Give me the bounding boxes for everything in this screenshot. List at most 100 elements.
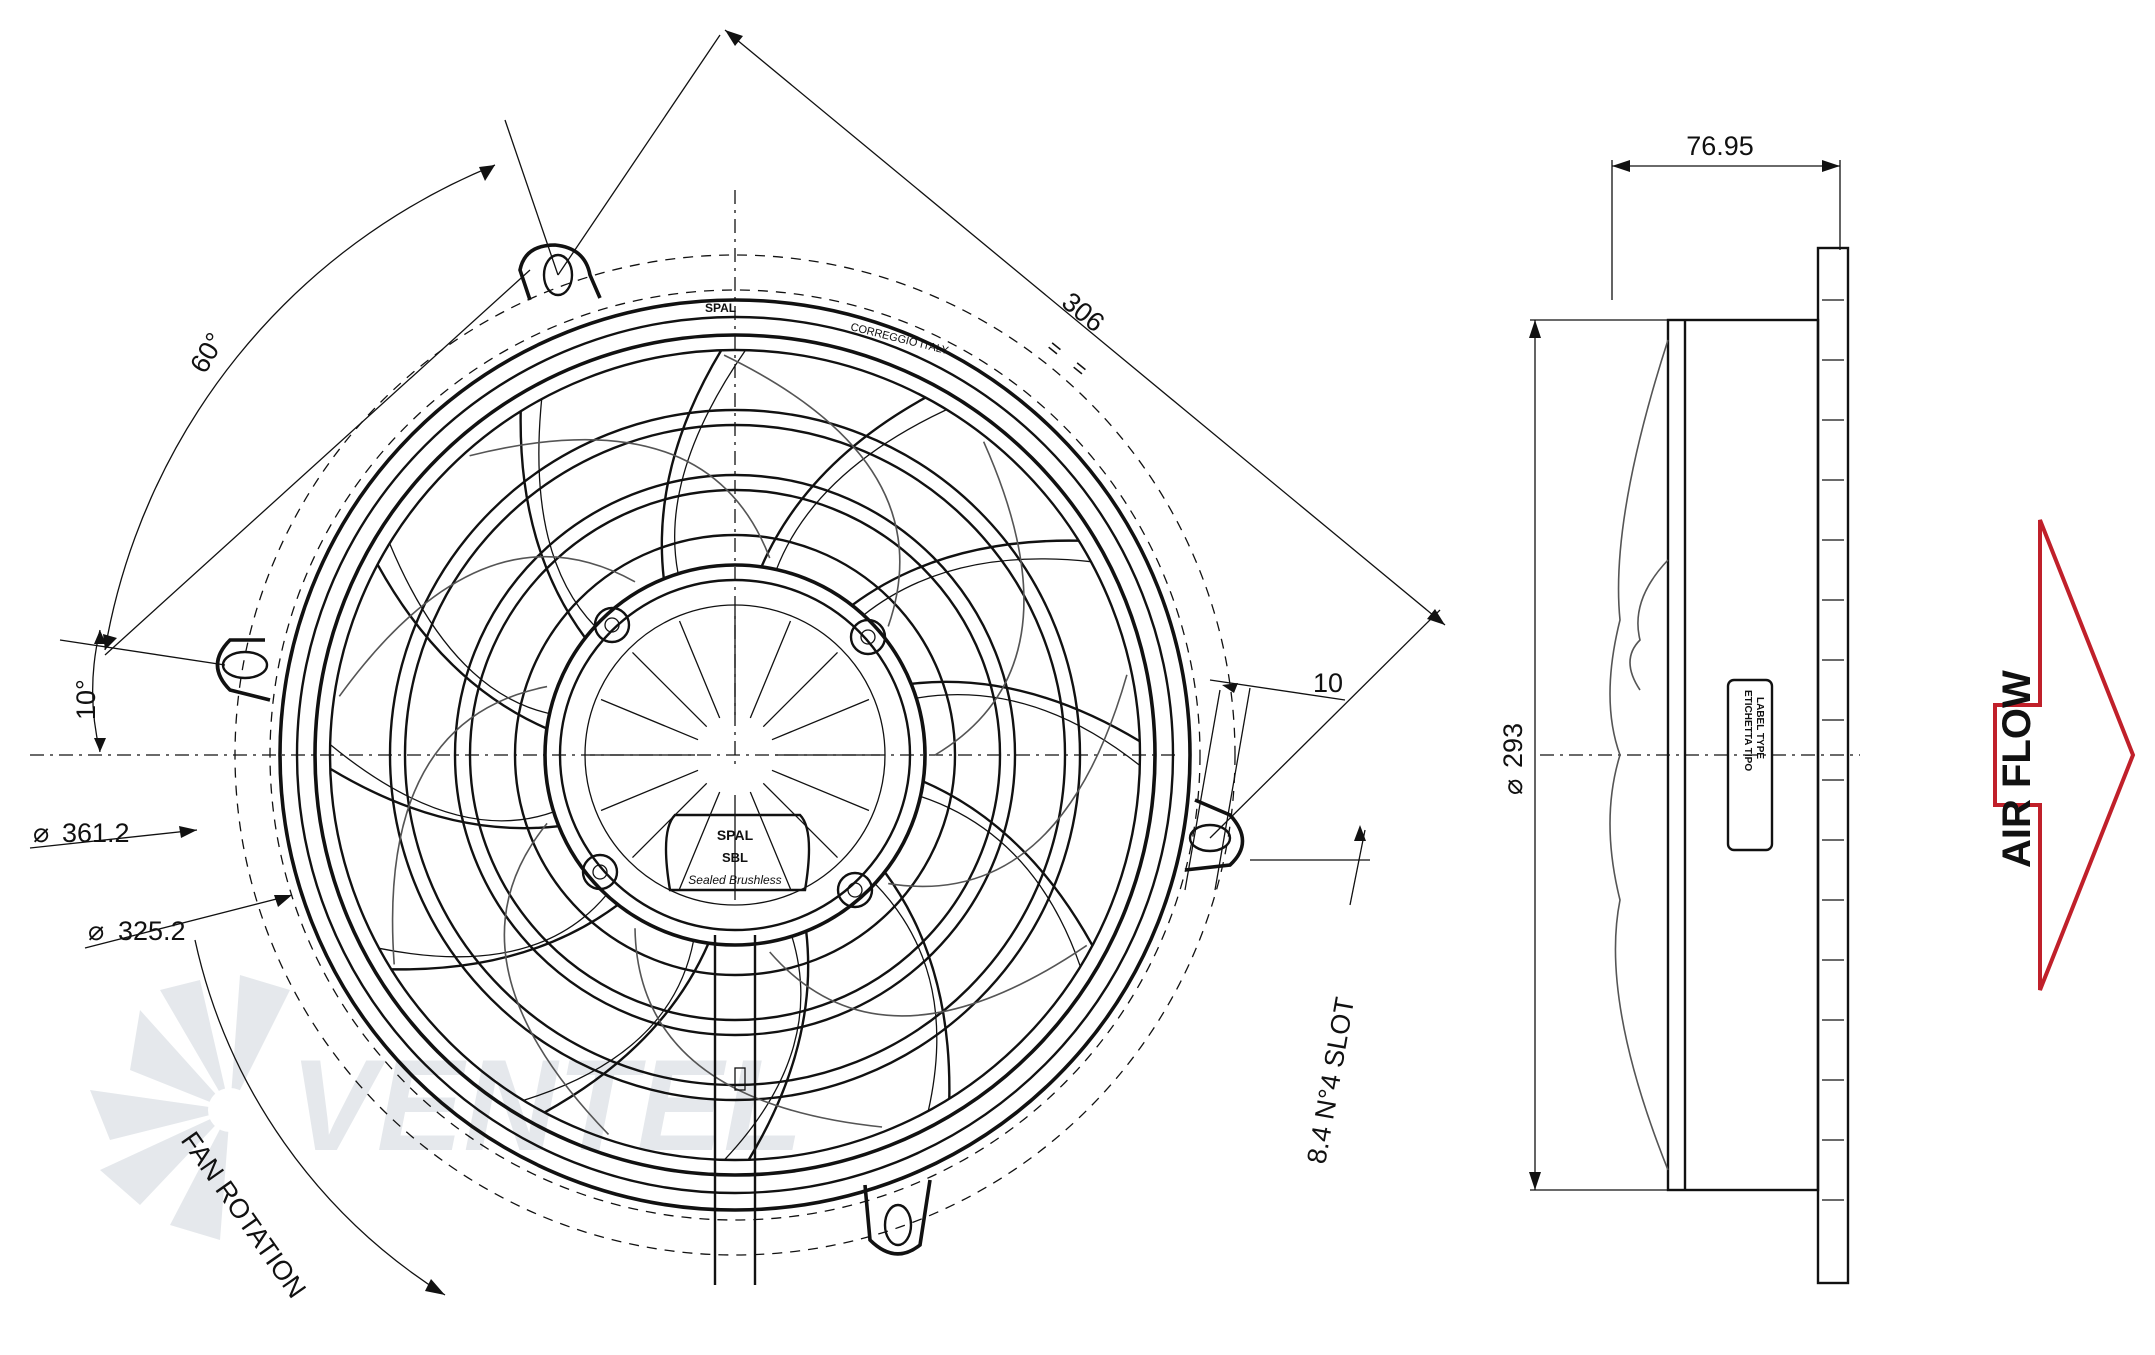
dim-306-ext-2 (1209, 609, 1441, 839)
diameter-293-label: 293 (1498, 723, 1528, 768)
arrowhead (1427, 609, 1445, 625)
guard-ring-4 (468, 488, 1002, 1022)
type-label-box (1726, 678, 1774, 852)
fan-blade-edge (338, 555, 636, 697)
fan-blade-edge (769, 944, 1088, 1017)
motor-brand-text: SPAL (717, 827, 754, 843)
fan-blade-edge (934, 441, 1025, 756)
fan-blade-edge (888, 674, 1128, 888)
arrowhead (1222, 683, 1238, 693)
guard-spokes (329, 349, 1141, 1161)
guard-spoke-edge (723, 936, 802, 1161)
front-view: SPAL SBL Sealed Brushless SPAL CORREGGIO… (30, 190, 1245, 1285)
arrowhead (725, 30, 743, 46)
side-blade-profile (1609, 339, 1669, 1171)
power-cable (713, 935, 757, 1285)
equal-mark-2: = (1067, 354, 1093, 382)
cable-clip (734, 1067, 746, 1091)
guard-spoke (922, 780, 1094, 947)
motor-core (584, 604, 886, 906)
guard-spoke-edge (916, 694, 1141, 767)
air-flow-indicator: AIR FLOW (1993, 519, 2136, 991)
guard-spoke (883, 871, 951, 1099)
cooling-fin (771, 698, 870, 741)
side-blade-detail (1629, 559, 1669, 691)
guard-spoke-edge (674, 349, 747, 574)
guard-spoke-edge (775, 409, 947, 570)
motor-type-text: Sealed Brushless (688, 873, 781, 887)
guard-spoke-edge (863, 558, 1091, 616)
bolt-circle (269, 289, 1201, 1221)
type-label-line2: LABEL TYPE (1754, 697, 1765, 759)
rotation-arrowhead (425, 1279, 445, 1295)
motor-screw (836, 871, 874, 909)
motor-code-text: SBL (722, 850, 748, 865)
guard-spoke (851, 539, 1079, 607)
angle-10-ref-line (59, 639, 226, 666)
cooling-fin (762, 782, 838, 858)
angle-60-arc (104, 164, 496, 651)
arrowhead (1354, 825, 1366, 841)
arrowhead (94, 738, 106, 752)
arrowhead (1529, 1172, 1541, 1190)
diameter-293-symbol: ⌀ (1498, 779, 1528, 795)
slot-spec-label: 8.4 N°4 SLOT (1301, 995, 1360, 1166)
cooling-fin (762, 652, 838, 728)
arrowhead (1612, 160, 1630, 172)
shroud-ring-3 (313, 333, 1157, 1177)
guard-spoke (329, 767, 559, 830)
angle-ref-line-top (504, 119, 559, 276)
shroud-brand-text: SPAL (705, 301, 736, 315)
guard-spoke-edge (538, 399, 596, 627)
arrowhead (1529, 320, 1541, 338)
guard-ring-3 (453, 473, 1017, 1037)
slot-ext-1 (1184, 689, 1221, 891)
guard-spoke (760, 396, 927, 568)
angle-10-label: 10° (71, 679, 101, 720)
air-flow-arrow (1993, 519, 2136, 991)
cooling-fin (749, 620, 792, 719)
diameter-361-symbol: ⌀ (33, 818, 49, 848)
diameter-361-label: 361.2 (62, 818, 130, 848)
diameter-325-symbol: ⌀ (88, 916, 104, 946)
dim-306-ext-1 (557, 34, 721, 276)
shroud-inner-ring (328, 348, 1142, 1162)
dim-10-line (1209, 679, 1346, 701)
arrowhead (479, 165, 495, 181)
arrowhead (179, 826, 197, 838)
flange-details (1822, 299, 1844, 1201)
motor-label-plate (664, 813, 811, 892)
guard-spoke-edge (389, 543, 550, 715)
cooling-fin (749, 791, 792, 890)
arrowhead (94, 630, 106, 644)
cooling-fin (678, 620, 721, 719)
motor-cooling-fins (590, 610, 880, 900)
outer-diameter-circle (234, 254, 1236, 1256)
fan-rotation-arc (194, 939, 446, 1296)
angle-ref-line (104, 269, 531, 656)
guard-spoke (391, 903, 619, 971)
mounting-lug-left (215, 638, 271, 702)
guard-spoke (747, 931, 810, 1161)
dim-306-label: 306 (1056, 286, 1110, 338)
cooling-fin (632, 652, 708, 728)
motor-screw (581, 853, 619, 891)
shroud-city-text: CORREGGIO ITALY (849, 321, 950, 357)
arrowhead (1822, 160, 1840, 172)
dim-10-label: 10 (1313, 668, 1343, 698)
fan-blade-edge (469, 438, 771, 559)
motor-screw (593, 606, 631, 644)
cooling-fin (632, 782, 708, 858)
guard-spoke (376, 563, 548, 730)
motor-housing-inner (558, 578, 912, 932)
guard-spoke-edge (874, 883, 938, 1112)
slot-ext-2 (1214, 687, 1251, 891)
diameter-325-label: 325.2 (118, 916, 186, 946)
mounting-lug-top (518, 243, 602, 301)
diameter-325-leader (84, 894, 293, 949)
cooling-fin (600, 769, 699, 812)
guard-ring-5 (513, 533, 957, 977)
fan-blade-edge (634, 928, 883, 1128)
guard-spoke-edge (329, 743, 554, 822)
